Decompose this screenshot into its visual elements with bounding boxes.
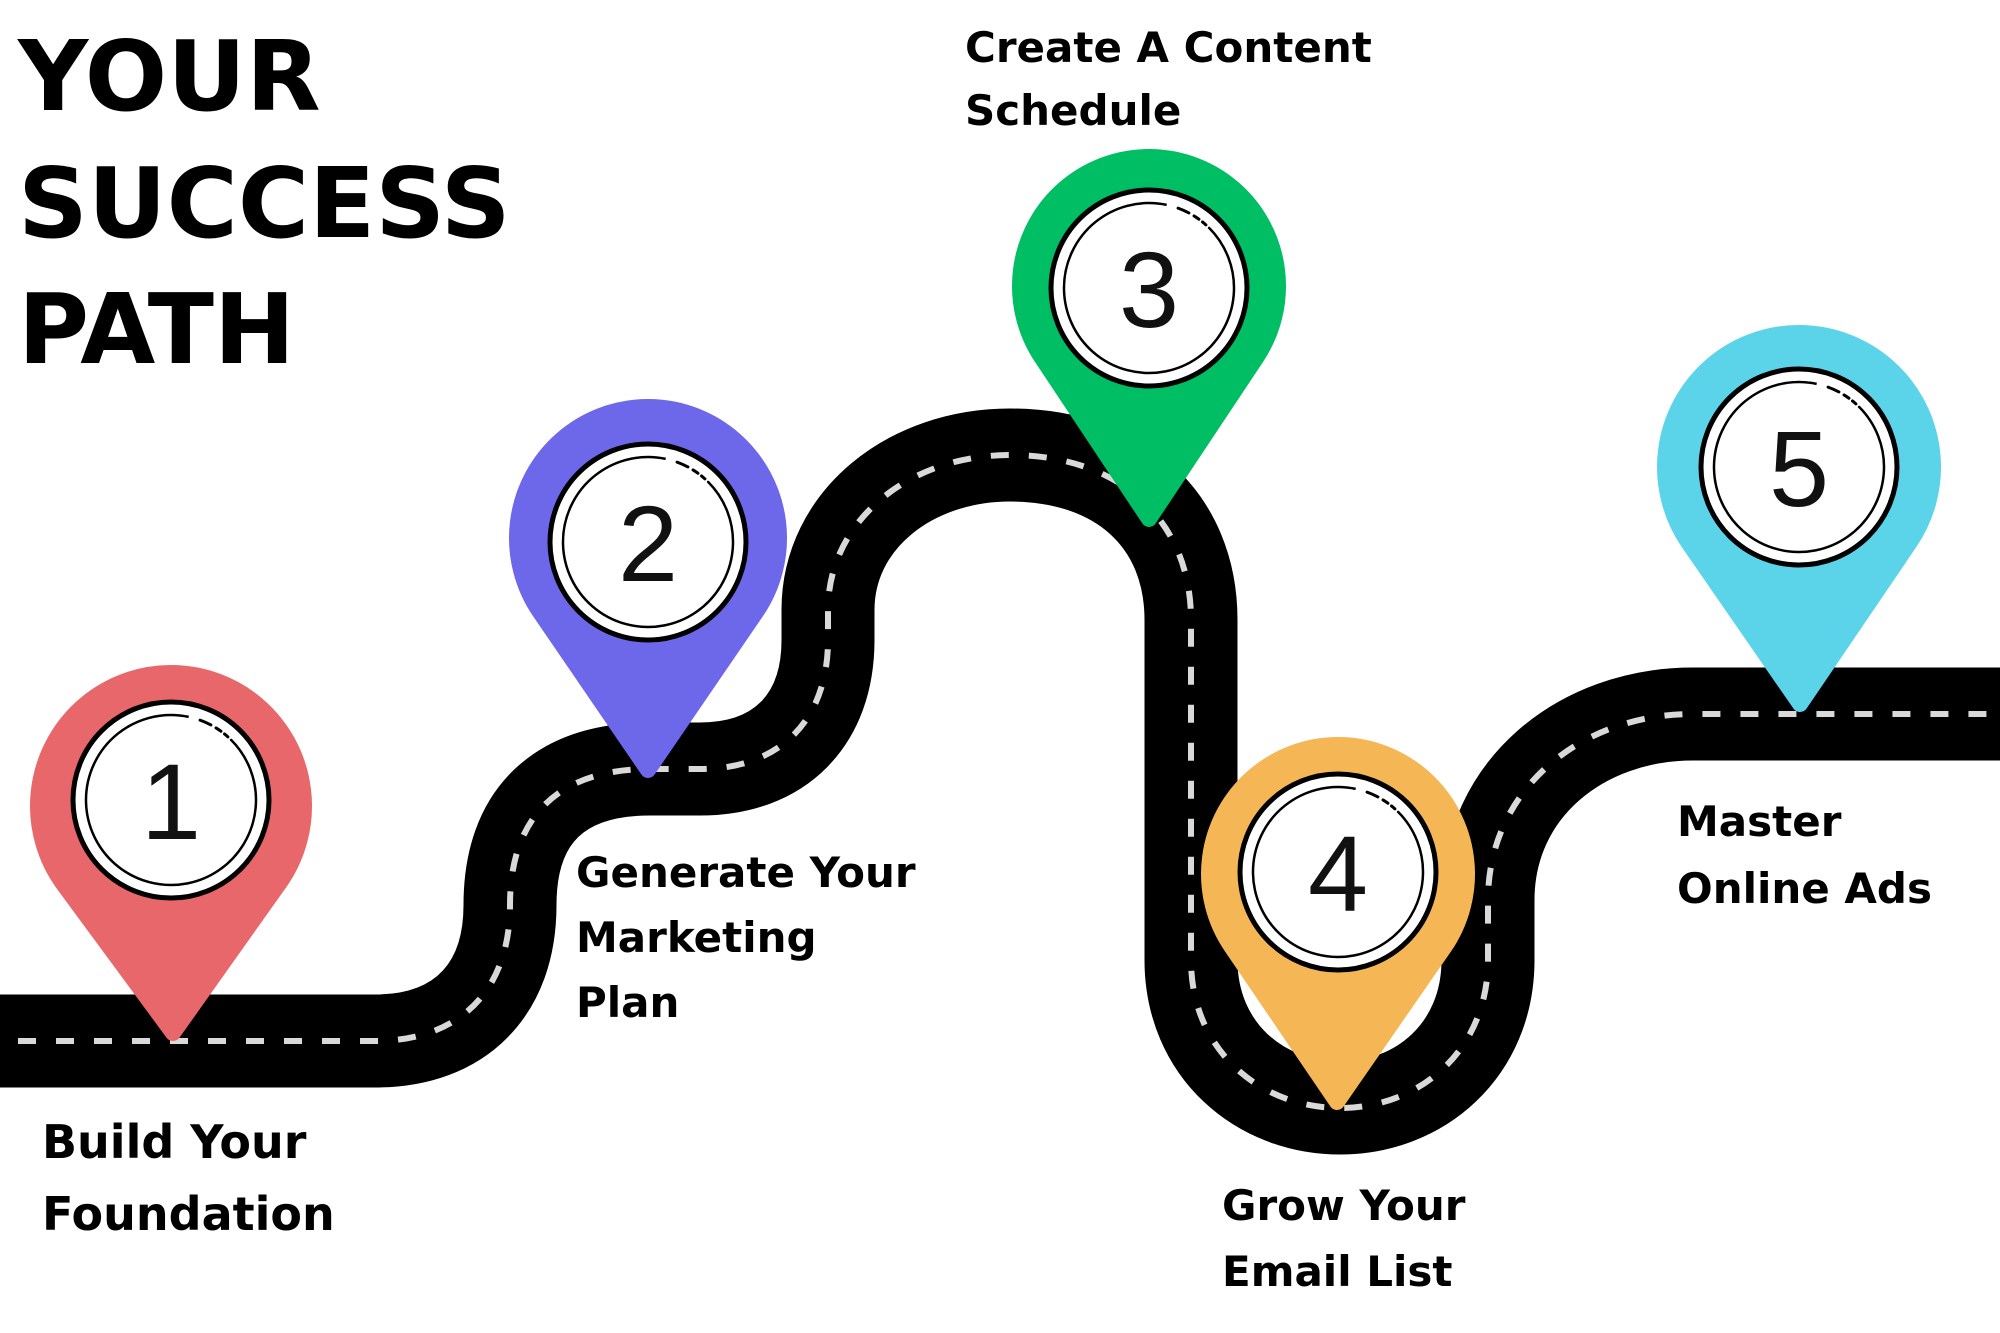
badge-outer-ring	[1048, 187, 1250, 389]
badge-inner-ring	[1251, 788, 1425, 959]
title-line-2: SUCCESS	[18, 147, 511, 260]
road-center-dashes	[0, 451, 2000, 1112]
badge-inner-ring	[84, 716, 258, 887]
step-label-3: Create A Content Schedule	[965, 23, 1372, 135]
step-number: 4	[1308, 813, 1368, 934]
badge-ring-dash	[1192, 214, 1201, 221]
step-label-line: Grow Your	[1222, 1181, 1466, 1230]
badge-outer-ring	[547, 441, 749, 643]
badge-inner-ring	[1126, 201, 1167, 208]
step-label-line: Generate Your	[576, 848, 916, 897]
badge-outer-ring	[1698, 366, 1900, 568]
step-label-line: Foundation	[42, 1187, 335, 1241]
step-number: 3	[1119, 229, 1179, 350]
badge-ring-dash	[1826, 385, 1841, 394]
badge-inner-ring	[625, 455, 666, 462]
badge-ring-dash	[198, 718, 213, 727]
step-label-line: Schedule	[965, 86, 1181, 135]
step-marker-3: 3	[1012, 149, 1286, 527]
badge-outer-ring	[70, 699, 272, 901]
number-badge	[1237, 771, 1439, 973]
step-marker-1: 1	[30, 665, 312, 1041]
badge-ring-dash	[1381, 798, 1390, 805]
step-label-5: Master Online Ads	[1677, 797, 1932, 913]
step-marker-5: 5	[1657, 325, 1941, 712]
page-title: YOUR SUCCESS PATH	[17, 20, 511, 386]
step-label-line: Build Your	[42, 1115, 307, 1169]
step-label-line: Plan	[576, 978, 679, 1027]
step-label-line: Master	[1677, 797, 1842, 846]
badge-outer-ring	[1237, 771, 1439, 973]
badge-ring-dash	[1365, 790, 1380, 799]
step-label-line: Marketing	[576, 913, 817, 962]
badge-inner-ring	[1712, 383, 1886, 554]
step-label-2: Generate Your Marketing Plan	[576, 848, 916, 1027]
step-label-line: Email List	[1222, 1247, 1452, 1296]
badge-ring-dash	[699, 474, 707, 481]
number-badge	[1698, 366, 1900, 568]
badge-ring-dash	[1842, 393, 1851, 400]
badge-inner-ring	[1062, 204, 1236, 375]
badge-ring-dash	[691, 468, 700, 475]
badge-ring-dash	[222, 732, 230, 739]
badge-inner-ring	[561, 458, 735, 629]
title-line-1: YOUR	[17, 20, 321, 133]
badge-ring-dash	[1200, 220, 1208, 227]
badge-ring-dash	[675, 460, 690, 469]
badge-inner-ring	[1776, 380, 1817, 387]
badge-inner-ring	[148, 713, 189, 720]
title-line-3: PATH	[18, 273, 295, 386]
badge-ring-dash	[1850, 399, 1858, 406]
badge-ring-dash	[1176, 206, 1191, 215]
number-badge	[1048, 187, 1250, 389]
step-label-line: Online Ads	[1677, 864, 1932, 913]
step-marker-2: 2	[509, 399, 787, 778]
step-marker-4: 4	[1201, 737, 1475, 1110]
step-number: 5	[1769, 408, 1829, 529]
badge-ring-dash	[214, 726, 223, 733]
badge-inner-ring	[1315, 785, 1356, 792]
number-badge	[70, 699, 272, 901]
number-badge	[547, 441, 749, 643]
step-label-1: Build Your Foundation	[42, 1115, 335, 1241]
badge-ring-dash	[1389, 804, 1397, 811]
step-label-line: Create A Content	[965, 23, 1372, 72]
road	[0, 408, 2000, 1155]
step-number: 2	[618, 483, 678, 604]
step-label-4: Grow Your Email List	[1222, 1181, 1466, 1296]
step-number: 1	[141, 741, 201, 862]
